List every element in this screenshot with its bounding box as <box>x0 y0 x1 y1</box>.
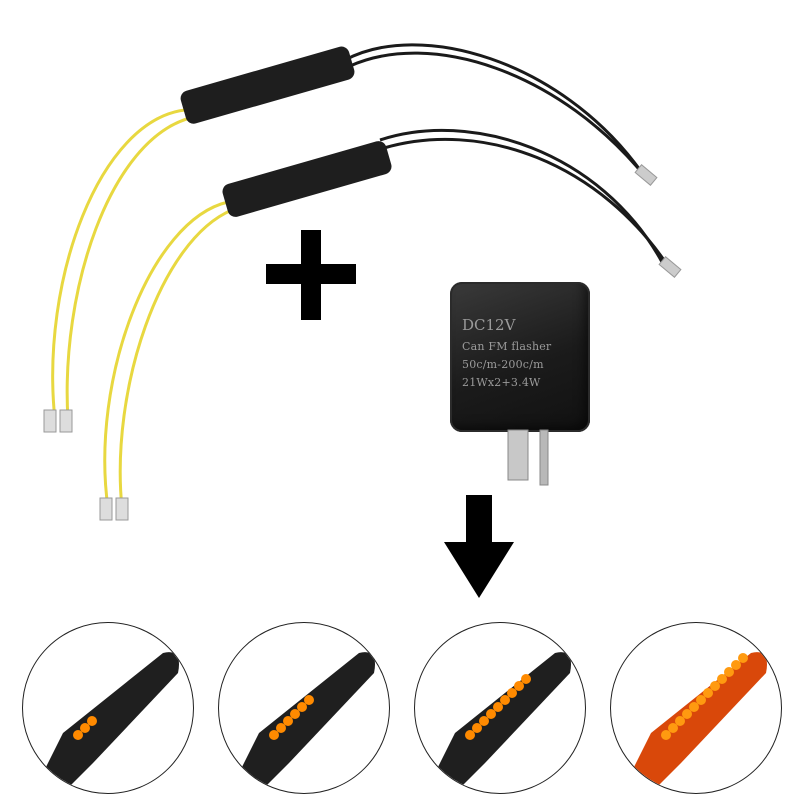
indicator-frame-2 <box>218 622 390 794</box>
relay-label: DC12V Can FM flasher 50c/m-200c/m 21Wx2+… <box>462 318 582 395</box>
flasher-relay-body <box>450 282 590 432</box>
indicator-frame-3 <box>414 622 586 794</box>
indicator-frame-4 <box>610 622 782 794</box>
relay-label-wattage: 21Wx2+3.4W <box>462 376 541 389</box>
relay-label-type: Can FM flasher <box>462 340 552 353</box>
relay-label-rate: 50c/m-200c/m <box>462 358 544 371</box>
indicator-frame-1 <box>22 622 194 794</box>
relay-label-voltage: DC12V <box>462 316 516 334</box>
